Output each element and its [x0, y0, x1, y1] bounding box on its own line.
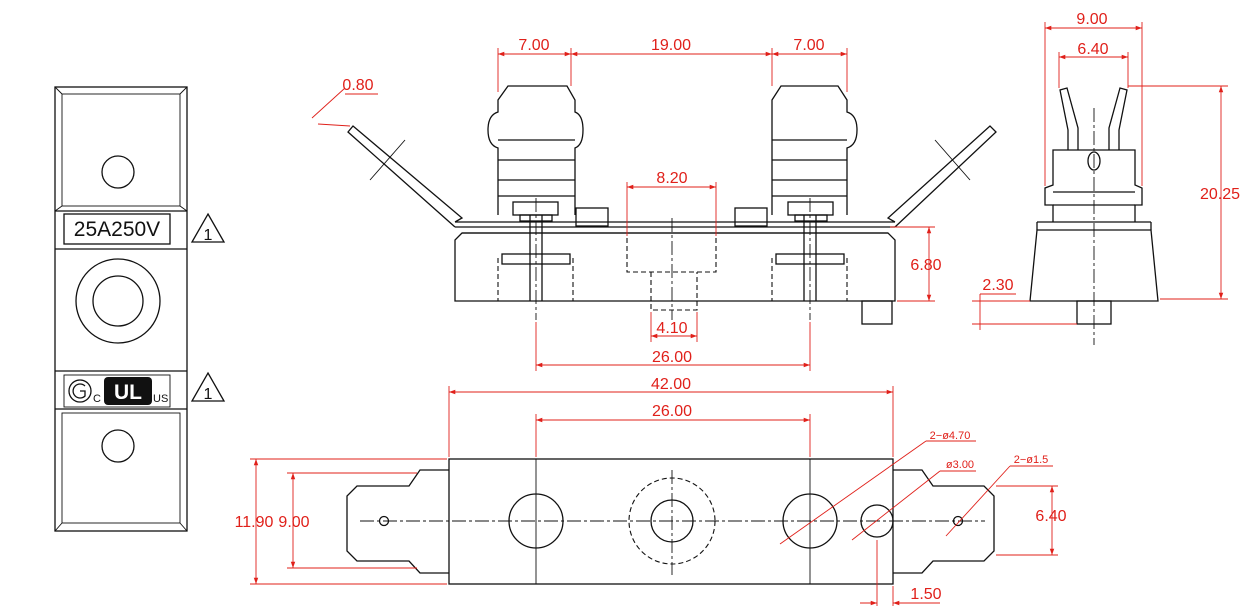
front-base-body [454, 232, 896, 302]
top-cap-inner [61, 93, 181, 207]
top-dim-length: 42.00 [448, 376, 894, 457]
dim-terminal-thickness-text: 0.80 [342, 77, 373, 94]
center-boss-outer [75, 258, 161, 344]
top-left-tab [346, 469, 449, 574]
svg-text:26.00: 26.00 [652, 403, 692, 420]
side-base [1029, 229, 1159, 302]
side-dim-inner: 6.40 [1058, 41, 1129, 88]
dim-center-width: 8.20 [626, 170, 717, 236]
svg-text:6.40: 6.40 [1077, 41, 1108, 58]
svg-text:8.20: 8.20 [656, 170, 687, 187]
top-dim-height-outer: 11.90 [235, 458, 447, 585]
warning-icon: 1 [190, 212, 226, 244]
svg-text:1: 1 [204, 227, 213, 244]
side-prong-left [1059, 87, 1079, 150]
svg-text:1: 1 [204, 386, 213, 403]
rating-text: 25A250V [74, 218, 160, 241]
dim-terminal-thickness: 0.80 [311, 77, 378, 127]
fuse-label-view: 25A250V C UL US 1 1 [54, 86, 226, 532]
dim-height-right: 6.80 [890, 226, 942, 302]
left-clip [487, 85, 584, 320]
hole-callouts: 2−ø4.70 ø3.00 2−ø1.5 [779, 430, 1053, 545]
side-view: 9.00 6.40 20.25 2.30 [972, 11, 1240, 345]
side-rivet [1087, 151, 1101, 171]
left-terminal [347, 125, 464, 228]
center-pad-left [575, 207, 609, 227]
warning-icon: 1 [190, 371, 226, 403]
center-pad-right [734, 207, 768, 227]
side-clip-body [1044, 149, 1143, 222]
fuse-outline [54, 86, 188, 532]
center-hidden-stub [650, 272, 698, 311]
dim-front-top-left: 7.00 [518, 37, 549, 54]
front-top-dimensions: 7.00 19.00 7.00 [497, 37, 848, 92]
certification-marks: C UL US [63, 374, 171, 408]
top-right-tab [893, 469, 995, 574]
c-mark-circle [68, 379, 92, 403]
callout-mount-holes: 2−ø4.70 [930, 430, 971, 442]
side-dim-height: 20.25 [1128, 85, 1240, 300]
top-dim-hole-spacing: 26.00 [535, 403, 811, 457]
ul-badge [104, 377, 152, 405]
callout-tab-holes: 2−ø1.5 [1014, 454, 1049, 466]
dim-center-stub: 4.10 [650, 312, 698, 342]
front-view: 7.00 19.00 7.00 0.80 8.20 6.80 4.10 [311, 37, 997, 371]
cert-us-text: US [153, 393, 168, 405]
svg-text:11.90: 11.90 [235, 514, 274, 531]
top-view: 42.00 26.00 11.90 9.00 2−ø4.70 ø3.00 [235, 376, 1067, 606]
top-dim-tab-height: 6.40 [996, 485, 1067, 556]
svg-text:4.10: 4.10 [656, 320, 687, 337]
center-hidden-cavity [626, 238, 717, 273]
bottom-cap-inner [61, 412, 181, 524]
svg-text:20.25: 20.25 [1200, 186, 1240, 203]
right-clip [771, 85, 858, 320]
c-mark-g [72, 383, 86, 399]
dim-front-top-mid: 19.00 [651, 37, 691, 54]
svg-text:26.00: 26.00 [652, 349, 692, 366]
top-hole [101, 155, 135, 189]
svg-text:6.80: 6.80 [910, 257, 941, 274]
bottom-hole [101, 429, 135, 463]
svg-text:2.30: 2.30 [982, 277, 1013, 294]
svg-text:9.00: 9.00 [1076, 11, 1107, 28]
side-dim-foot: 2.30 [972, 277, 1077, 330]
top-dim-tab-offset: 1.50 [860, 540, 942, 606]
cert-c-text: C [93, 393, 101, 405]
svg-text:42.00: 42.00 [651, 376, 691, 393]
side-dim-outer: 9.00 [1044, 11, 1143, 186]
front-foot [861, 300, 893, 325]
dim-hole-spacing-front: 26.00 [535, 322, 811, 371]
svg-text:6.40: 6.40 [1035, 508, 1066, 525]
right-terminal [886, 125, 997, 228]
rating-box [63, 213, 171, 245]
svg-text:1.50: 1.50 [910, 586, 941, 603]
cert-ul-text: UL [114, 381, 142, 404]
side-prong-right [1108, 87, 1128, 150]
top-dim-height-inner: 9.00 [278, 472, 417, 569]
svg-text:9.00: 9.00 [278, 514, 309, 531]
center-boss-inner [92, 275, 144, 327]
dim-front-top-right: 7.00 [793, 37, 824, 54]
callout-rivet-hole: ø3.00 [946, 459, 974, 471]
